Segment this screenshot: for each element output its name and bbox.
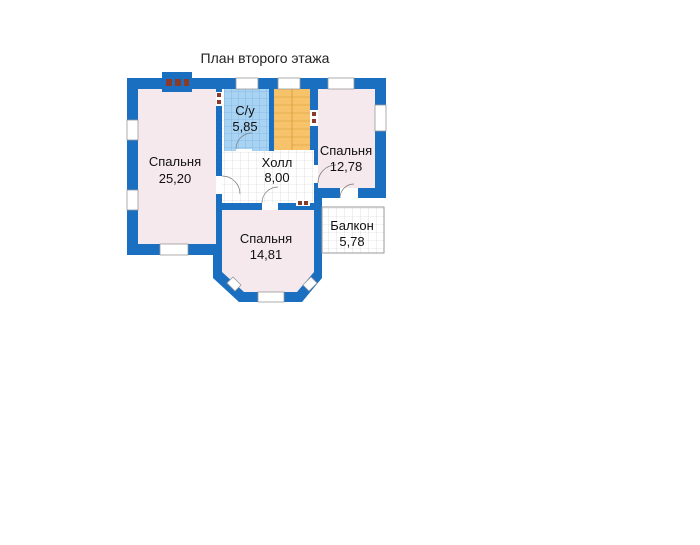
room-hall [222,150,314,203]
label-bathroom-name: С/у [235,103,255,118]
label-bedroom-left-name: Спальня [149,154,201,169]
plan-title: План второго этажа [200,50,330,66]
room-bedroom-right [318,89,375,188]
door-bathroom [236,149,252,152]
label-bedroom-bottom-name: Спальня [240,231,292,246]
label-balcony-name: Балкон [330,218,374,233]
room-bathroom [224,89,269,151]
label-bedroom-left-area: 25,20 [159,171,192,186]
staircase [274,89,310,150]
label-bedroom-right-name: Спальня [320,143,372,158]
ventilation-ducts [216,92,318,206]
windows [126,77,387,303]
label-hall-name: Холл [262,155,293,170]
door-bedroom-right [314,165,318,183]
balcony [321,206,385,254]
room-bedroom-left [138,89,216,244]
label-bedroom-bottom-area: 14,81 [250,247,283,262]
label-hall-area: 8,00 [264,170,289,185]
chimney [162,72,192,92]
room-bedroom-bottom [222,210,314,292]
door-bedroom-left [216,176,222,194]
label-bedroom-right-area: 12,78 [330,159,363,174]
label-bathroom-area: 5,85 [232,119,257,134]
door-balcony [340,188,358,198]
label-balcony-area: 5,78 [339,234,364,249]
door-bedroom-bottom [262,203,278,210]
